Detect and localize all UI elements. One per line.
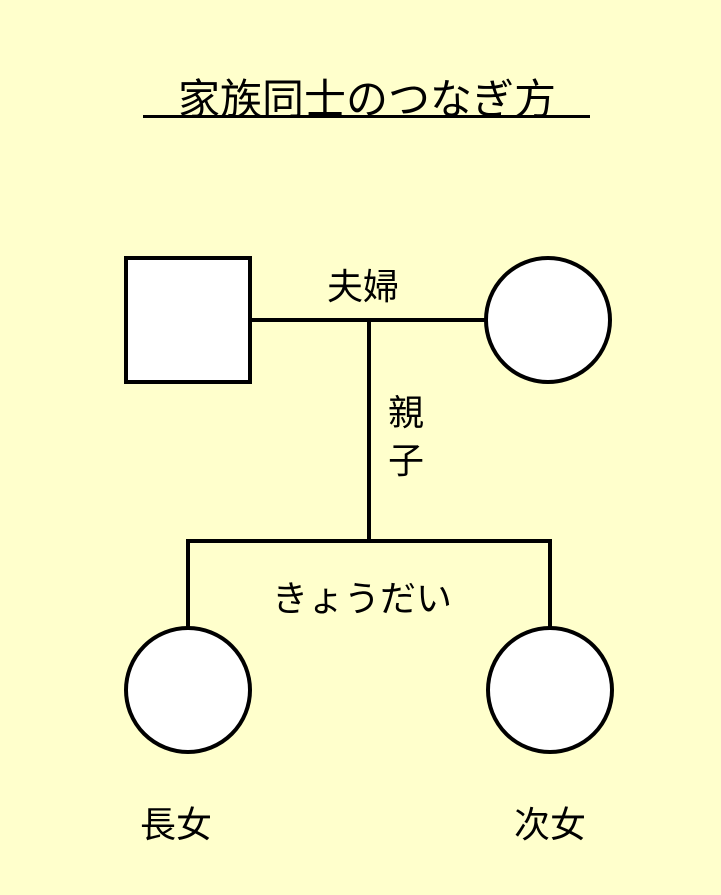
second-daughter-label: 次女 xyxy=(514,805,587,846)
second-daughter-circle xyxy=(486,626,614,754)
couple-label: 夫婦 xyxy=(327,267,400,308)
male-square xyxy=(124,256,252,384)
siblings-label: きょうだい xyxy=(272,579,453,620)
eldest-daughter-circle xyxy=(124,626,252,754)
title-underline xyxy=(143,115,590,118)
eldest-daughter-label: 長女 xyxy=(140,805,213,846)
female-circle xyxy=(484,256,612,384)
parent-child-label: 親子 xyxy=(387,393,424,482)
